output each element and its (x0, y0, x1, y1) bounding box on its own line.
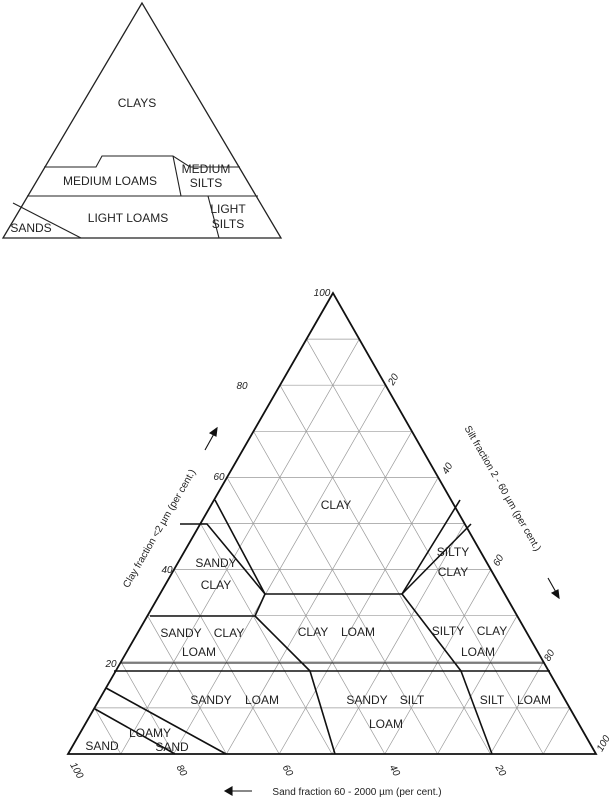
boundary-clay (214, 499, 461, 595)
label-sandy-silt-loam-2: SILT (400, 693, 425, 707)
summary-label-sands: SANDS (10, 221, 51, 235)
silt-tick-40: 40 (440, 461, 455, 477)
silt-tick-100: 100 (595, 733, 613, 753)
label-loamy-sand-1: LOAMY (129, 726, 171, 740)
label-sandy-clay-loam-2: CLAY (214, 626, 244, 640)
label-sandy-silt-loam-3: LOAM (369, 717, 403, 731)
label-silt-loam-1: SILT (480, 693, 505, 707)
clay-tick-80: 80 (236, 381, 248, 392)
grid-line-silt-5 (200, 523, 333, 755)
summary-triangle: CLAYS MEDIUM LOAMS MEDIUM SILTS SANDS LI… (1, 1, 283, 239)
label-sand: SAND (85, 739, 119, 753)
summary-label-clays: CLAYS (118, 96, 156, 110)
summary-light-silts-divider (207, 195, 220, 239)
clay-axis-label: Clay fraction <2 µm (per cent.) (121, 468, 198, 590)
summary-outline (1, 1, 283, 239)
boundary-loamy-sand (105, 687, 227, 755)
silt-tick-20: 20 (386, 372, 402, 388)
summary-label-medium: MEDIUM (182, 162, 231, 176)
boundary-silty-clay-loam-left (401, 593, 462, 672)
summary-label-medium-loams: MEDIUM LOAMS (63, 174, 157, 188)
grid-line-silt-7 (253, 431, 438, 755)
texture-triangle: CLAY SANDY CLAY SILTY CLAY SANDY CLAY LO… (66, 288, 613, 798)
label-loamy-sand-2: SAND (155, 740, 189, 754)
boundary-clay-loam-left (254, 593, 266, 617)
sand-tick-60: 60 (280, 763, 295, 779)
boundary-silty-clay (401, 523, 472, 595)
summary-label-light-silts: SILTS (212, 217, 244, 231)
grid-line-silt-3 (147, 615, 227, 755)
silt-arrow-icon (547, 577, 560, 600)
boundary-sandy-silt-loam-left (309, 670, 336, 755)
label-clay-loam-2: LOAM (341, 625, 375, 639)
grid-line-silt-8 (279, 385, 491, 755)
label-sandy-silt-loam-1: SANDY (346, 693, 387, 707)
grid-line-sand-7 (226, 431, 413, 755)
silt-axis-label: Silt fraction 2 - 60 µm (per cent.) (462, 424, 543, 553)
triangle-grid (94, 338, 571, 755)
summary-medium-silts-divider (172, 155, 182, 197)
summary-sands-divider (12, 202, 82, 239)
label-sandy-clay-loam-3: LOAM (182, 645, 216, 659)
label-silty-clay-loam-3: LOAM (461, 645, 495, 659)
label-silt-loam-2: LOAM (517, 693, 551, 707)
region-boundaries (94, 499, 550, 755)
clay-tick-20: 20 (104, 659, 117, 670)
label-sandy-loam-2: LOAM (245, 693, 279, 707)
summary-clays-boundary (44, 155, 240, 168)
label-silty-clay-loam-2: CLAY (477, 624, 507, 638)
label-clay: CLAY (321, 498, 351, 512)
label-silty-clay-loam-1: SILTY (432, 624, 464, 638)
label-sandy-loam-1: SANDY (190, 693, 231, 707)
grid-line-sand-5 (331, 523, 465, 755)
clay-arrow-icon (204, 426, 218, 451)
silt-tick-60: 60 (491, 553, 506, 569)
boundary-clay-loam-bottom-left (254, 615, 311, 672)
label-sandy-clay-1: SANDY (195, 556, 236, 570)
label-clay-loam-1: CLAY (298, 625, 328, 639)
label-silty-clay-2: CLAY (438, 565, 468, 579)
sand-arrow-icon (223, 786, 252, 796)
silt-tick-80: 80 (542, 648, 557, 664)
label-sandy-clay-loam-1: SANDY (160, 626, 201, 640)
grid-line-silt-9 (306, 338, 544, 755)
clay-tick-40: 40 (161, 565, 173, 576)
grid-line-sand-8 (173, 385, 386, 755)
grid-line-silt-1 (94, 707, 122, 755)
sand-tick-100: 100 (67, 761, 85, 781)
summary-label-light: LIGHT (210, 202, 246, 216)
label-sandy-clay-2: CLAY (201, 578, 231, 592)
boundary-sandy-clay (180, 523, 266, 595)
boundary-silt-loam-left (460, 670, 493, 755)
grid-line-sand-1 (542, 707, 571, 755)
sand-axis-label: Sand fraction 60 - 2000 µm (per cent.) (272, 787, 441, 798)
clay-tick-60: 60 (213, 472, 225, 483)
summary-label-light-loams: LIGHT LOAMS (88, 211, 168, 225)
clay-tick-100: 100 (314, 288, 331, 299)
grid-line-sand-3 (437, 615, 518, 755)
sand-tick-40: 40 (387, 763, 402, 779)
sand-tick-20: 20 (492, 762, 508, 778)
boundary-sand (94, 708, 176, 755)
label-silty-clay-1: SILTY (437, 545, 469, 559)
sand-tick-80: 80 (174, 763, 189, 779)
summary-label-medium-silts: SILTS (190, 176, 222, 190)
